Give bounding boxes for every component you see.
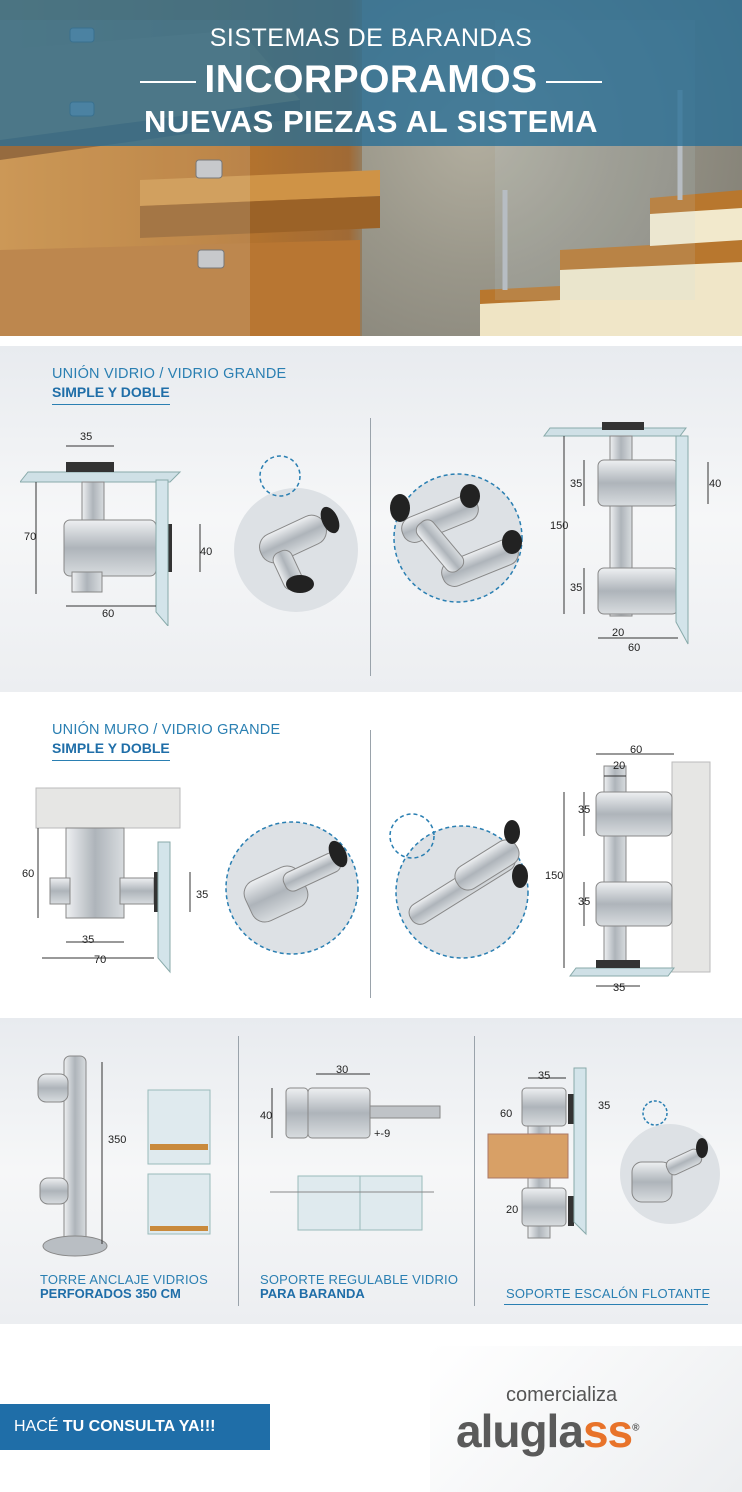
step-dim-b: 60	[500, 1108, 513, 1120]
adjustable-support-drawing	[270, 1073, 441, 1231]
s2r-dim-upper: 35	[578, 804, 591, 816]
floating-step-render	[620, 1124, 720, 1224]
section1-subtitle: SIMPLE Y DOBLE	[52, 384, 170, 405]
adjustable-dim-c: +-9	[374, 1128, 391, 1140]
s1-dim-top: 35	[80, 431, 93, 443]
tower-anchor-drawing	[37, 1055, 211, 1257]
section-glass-glass: UNIÓN VIDRIO / VIDRIO GRANDE SIMPLE Y DO…	[0, 346, 742, 692]
tower-dim: 350	[108, 1134, 127, 1146]
s1r-dim-right: 40	[709, 478, 722, 490]
section-accessories: 350 TORRE ANCLAJE VIDRIOS PERFORADOS 350…	[0, 1018, 742, 1324]
section1-right-piece-render	[390, 473, 523, 603]
section1-title: UNIÓN VIDRIO / VIDRIO GRANDE	[52, 366, 287, 382]
hero-banner: SISTEMAS DE BARANDAS INCORPORAMOS NUEVAS…	[0, 0, 742, 336]
section3-divider-1	[238, 1036, 239, 1306]
s2r-dim-total: 150	[545, 870, 564, 882]
section2-subtitle: SIMPLE Y DOBLE	[52, 740, 170, 761]
adjustable-caption-bold: PARA BARANDA	[260, 1286, 365, 1301]
step-caption: SOPORTE ESCALÓN FLOTANTE	[506, 1286, 711, 1301]
cta-prefix: HACÉ	[14, 1418, 63, 1435]
section2-subtitle-wrap: SIMPLE Y DOBLE	[52, 740, 170, 761]
hero-title-band	[0, 0, 742, 146]
s2-dim-bottom: 70	[94, 954, 107, 966]
section2-title: UNIÓN MURO / VIDRIO GRANDE	[52, 722, 281, 738]
brand-reg: ®	[632, 1422, 639, 1434]
section2-left-drawing	[35, 787, 191, 974]
floating-step-zoom-circle	[642, 1100, 668, 1126]
cta-bold: TU CONSULTA YA!!!	[62, 1418, 216, 1435]
adjustable-caption: SOPORTE REGULABLE VIDRIO	[260, 1272, 459, 1287]
consulta-button[interactable]: HACÉ TU CONSULTA YA!!!	[0, 1404, 270, 1450]
hero-title-line2: NUEVAS PIEZAS AL SISTEMA	[143, 104, 599, 139]
floating-step-drawing	[487, 1067, 587, 1239]
s1-dim-right: 40	[200, 546, 213, 558]
s2r-dim-base: 35	[613, 982, 626, 994]
section3-divider-2	[474, 1036, 475, 1306]
tower-caption: TORRE ANCLAJE VIDRIOS	[40, 1272, 208, 1287]
s1-dim-height: 70	[24, 531, 37, 543]
footer-brand-panel	[430, 1346, 742, 1492]
section1-subtitle-wrap: SIMPLE Y DOBLE	[52, 384, 170, 405]
s1r-dim-base-b: 60	[628, 642, 641, 654]
brand-logo: aluglass®	[456, 1404, 640, 1458]
s1r-dim-top: 35	[570, 478, 583, 490]
section-wall-glass: UNIÓN MURO / VIDRIO GRANDE SIMPLE Y DOBL…	[0, 706, 742, 1006]
section1-divider	[370, 418, 371, 676]
section1-left-piece-render	[234, 455, 358, 612]
step-dim-c: 35	[598, 1100, 611, 1112]
section1-left-drawing	[20, 445, 201, 626]
adjustable-dim-a: 30	[336, 1064, 349, 1076]
section2-right-piece-render	[389, 813, 529, 959]
section2-divider	[370, 730, 371, 998]
s2-dim-inner: 35	[82, 934, 95, 946]
step-dim-d: 20	[506, 1204, 519, 1216]
s2-dim-height: 60	[22, 868, 35, 880]
title-dash-right	[545, 80, 602, 83]
s2r-dim-lower: 35	[578, 896, 591, 908]
s2r-dim-top-a: 60	[630, 744, 643, 756]
section1-right-drawing	[543, 422, 709, 645]
hero-title-text: INCORPORAMOS	[204, 58, 538, 101]
step-caption-underline	[504, 1304, 708, 1305]
s1-dim-bottom: 60	[102, 608, 115, 620]
section2-left-piece-render	[225, 821, 359, 955]
s2r-dim-top-b: 20	[613, 760, 626, 772]
s1r-dim-base-a: 20	[612, 627, 625, 639]
step-dim-a: 35	[538, 1070, 551, 1082]
brand-name-a: alugla	[456, 1405, 584, 1457]
brand-tagline: comercializa	[506, 1384, 618, 1406]
adjustable-dim-b: 40	[260, 1110, 273, 1122]
title-dash-left	[140, 80, 197, 83]
s1r-dim-low: 35	[570, 582, 583, 594]
hero-title: INCORPORAMOS	[0, 58, 742, 102]
tower-caption-bold: PERFORADOS 350 CM	[40, 1286, 181, 1301]
section2-right-drawing	[563, 753, 711, 987]
hero-subtitle: SISTEMAS DE BARANDAS	[209, 24, 533, 52]
s1r-dim-total: 150	[550, 520, 569, 532]
brand-name-b: ss	[582, 1405, 633, 1457]
s2-dim-right: 35	[196, 889, 209, 901]
